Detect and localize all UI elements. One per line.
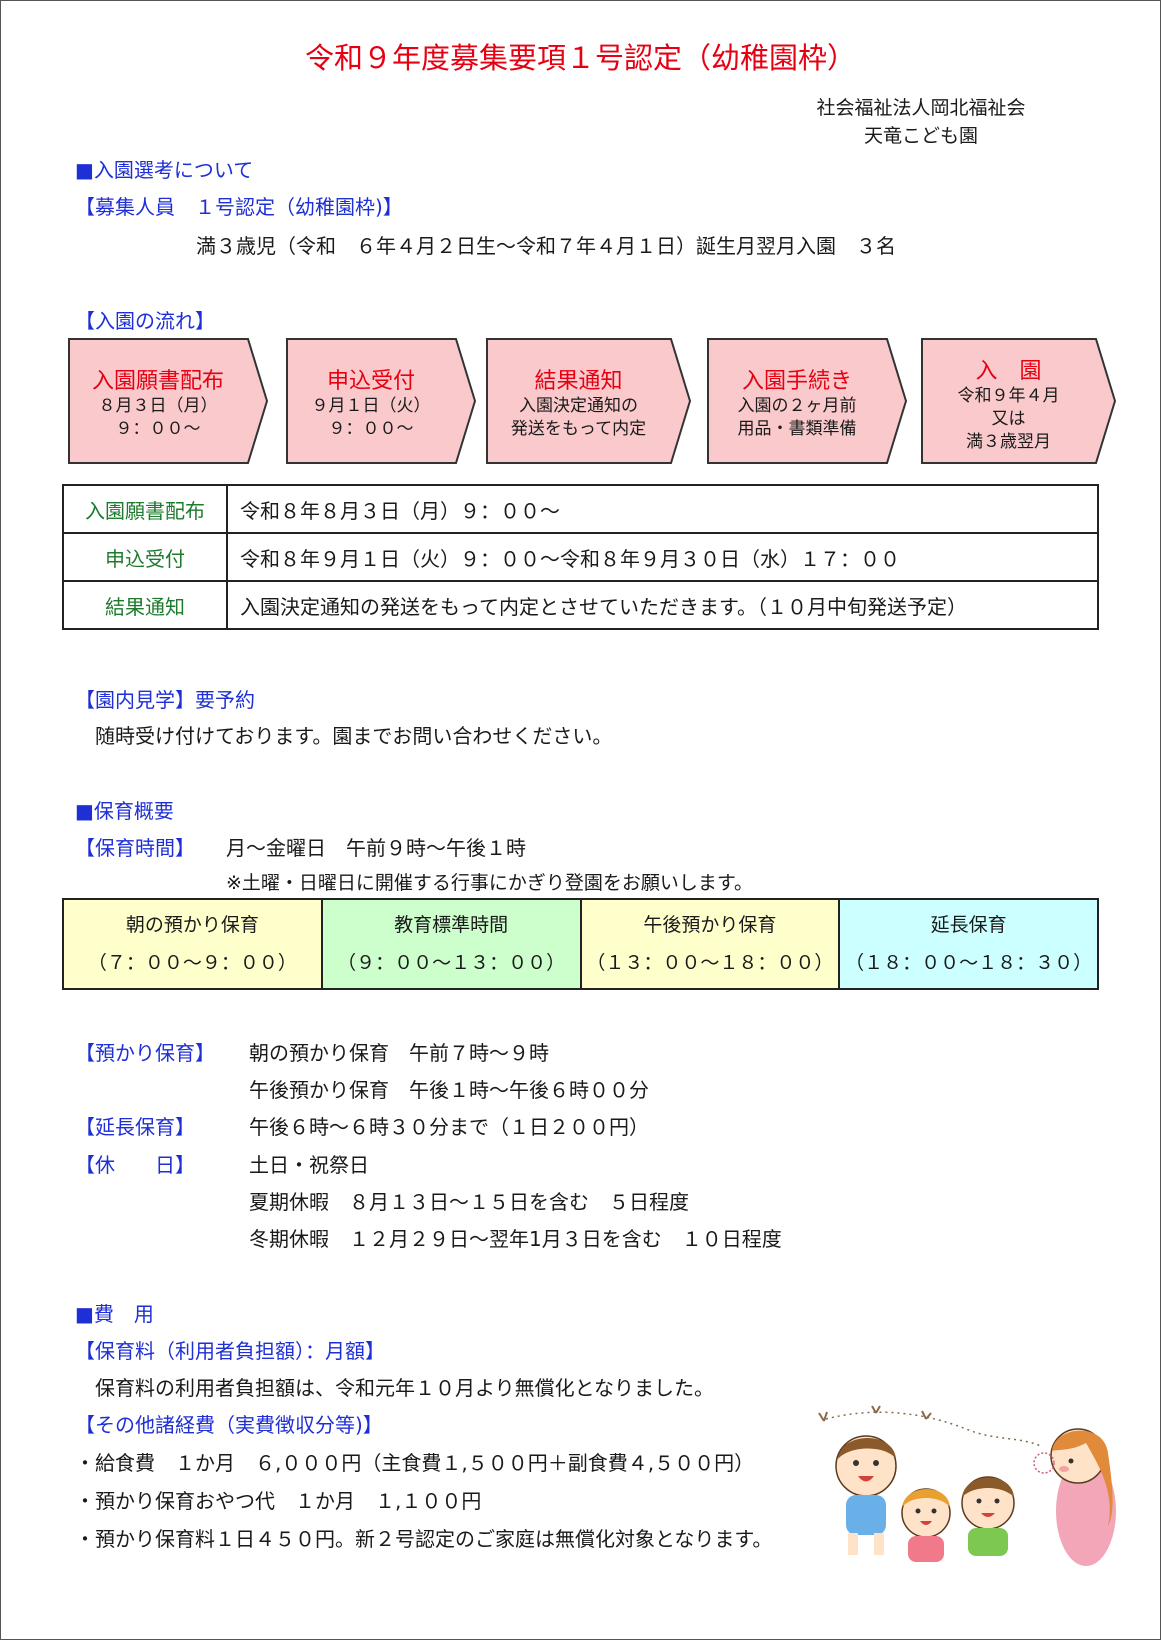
care-block-name: 午後預かり保育 bbox=[643, 914, 777, 936]
azukari-label: 【預かり保育】 bbox=[75, 1041, 215, 1065]
care-block-time: （１８：００～１８：３０） bbox=[845, 952, 1093, 974]
care-block-time: （７：００～９：００） bbox=[87, 952, 297, 974]
azukari-line-2: 午後預かり保育 午後１時～午後６時００分 bbox=[249, 1078, 649, 1102]
children-playing-illustration bbox=[816, 1401, 1116, 1566]
flow-step-title: 入園願書配布 bbox=[91, 369, 224, 394]
flow-step-3: 結果通知 入園決定通知の 発送をもって内定 bbox=[486, 338, 691, 464]
recruit-text: 満３歳児（令和 ６年４月２日生～令和７年４月１日）誕生月翌月入園 ３名 bbox=[196, 234, 896, 258]
flow-step-line: 入園決定通知の bbox=[519, 396, 638, 416]
flow-step-2: 申込受付 ９月１日（火） ９：００～ bbox=[286, 338, 476, 464]
other-fees-heading: 【その他諸経費（実費徴収分等)】 bbox=[75, 1413, 383, 1437]
azukari-line-1: 朝の預かり保育 午前７時～９時 bbox=[249, 1041, 549, 1065]
flow-step-line: 発送をもって内定 bbox=[510, 419, 647, 439]
flow-step-line: ９月１日（火） bbox=[311, 396, 431, 416]
table-row: 結果通知 入園決定通知の発送をもって内定とさせていただきます。（１０月中旬発送予… bbox=[62, 580, 1099, 630]
flow-heading: 【入園の流れ】 bbox=[75, 309, 215, 333]
flow-step-line: 令和９年４月 bbox=[957, 386, 1060, 406]
visit-heading: 【園内見学】要予約 bbox=[75, 688, 255, 712]
tuition-text: 保育料の利用者負担額は、令和元年１０月より無償化となりました。 bbox=[95, 1376, 714, 1400]
flow-step-title: 結果通知 bbox=[534, 369, 623, 394]
holiday-line-1: 土日・祝祭日 bbox=[249, 1153, 369, 1177]
table-row: 入園願書配布 令和８年８月３日（月）９：００～ bbox=[62, 484, 1099, 534]
schedule-label: 入園願書配布 bbox=[62, 484, 228, 534]
fees-section-heading: ■費 用 bbox=[75, 1302, 154, 1326]
schedule-value: 令和８年９月１日（火）９：００～令和８年９月３０日（水）１７：００ bbox=[226, 532, 1099, 582]
fee-item: ・預かり保育料１日４５０円。新２号認定のご家庭は無償化対象となります。 bbox=[75, 1527, 773, 1551]
care-block-standard: 教育標準時間 （９：００～１３：００） bbox=[320, 898, 582, 990]
care-block-time: （１３：００～１８：００） bbox=[586, 952, 834, 974]
page-title: 令和９年度募集要項１号認定（幼稚園枠） bbox=[304, 41, 856, 75]
hours-label: 【保育時間】 bbox=[75, 836, 195, 860]
care-block-extended: 延長保育 （１８：００～１８：３０） bbox=[838, 898, 1099, 990]
org-name: 社会福祉法人岡北福祉会 bbox=[816, 97, 1026, 119]
care-block-name: 朝の預かり保育 bbox=[125, 914, 259, 936]
hours-note: ※土曜・日曜日に開催する行事にかぎり登園をお願いします。 bbox=[226, 872, 754, 894]
schedule-value: 入園決定通知の発送をもって内定とさせていただきます。（１０月中旬発送予定） bbox=[226, 580, 1099, 630]
flow-step-line: ９：００～ bbox=[115, 419, 201, 439]
flow-step-line: 又は bbox=[991, 409, 1026, 429]
encho-value: 午後６時～６時３０分まで（１日２００円） bbox=[249, 1115, 649, 1139]
holiday-label: 【休 日】 bbox=[75, 1153, 195, 1177]
schedule-label: 申込受付 bbox=[62, 532, 228, 582]
flow-step-title: 入 園 bbox=[975, 359, 1042, 384]
flow-step-5: 入 園 令和９年４月 又は 満３歳翌月 bbox=[921, 338, 1116, 464]
flow-step-title: 申込受付 bbox=[326, 369, 415, 394]
holiday-line-2: 夏期休暇 ８月１３日～１５日を含む ５日程度 bbox=[249, 1190, 689, 1214]
flow-step-line: ８月３日（月） bbox=[98, 396, 218, 416]
flow-step-1: 入園願書配布 ８月３日（月） ９：００～ bbox=[68, 338, 268, 464]
tuition-heading: 【保育料（利用者負担額）：月額】 bbox=[75, 1339, 385, 1363]
care-block-afternoon: 午後預かり保育 （１３：００～１８：００） bbox=[579, 898, 841, 990]
care-hours-table: 朝の預かり保育 （７：００～９：００） 教育標準時間 （９：００～１３：００） … bbox=[62, 898, 1099, 990]
fee-item: ・預かり保育おやつ代 １か月 １,１００円 bbox=[75, 1489, 482, 1513]
holiday-line-3: 冬期休暇 １２月２９日～翌年1月３日を含む １０日程度 bbox=[249, 1227, 782, 1251]
table-row: 申込受付 令和８年９月１日（火）９：００～令和８年９月３０日（水）１７：００ bbox=[62, 532, 1099, 582]
care-section-heading: ■保育概要 bbox=[75, 799, 174, 823]
schedule-label: 結果通知 bbox=[62, 580, 228, 630]
care-block-morning: 朝の預かり保育 （７：００～９：００） bbox=[62, 898, 323, 990]
care-block-name: 延長保育 bbox=[930, 914, 1007, 936]
flow-step-title: 入園手続き bbox=[741, 369, 852, 394]
encho-label: 【延長保育】 bbox=[75, 1115, 195, 1139]
flow-step-line: 満３歳翌月 bbox=[966, 432, 1051, 452]
table-row: 朝の預かり保育 （７：００～９：００） 教育標準時間 （９：００～１３：００） … bbox=[62, 898, 1099, 990]
care-block-name: 教育標準時間 bbox=[394, 914, 509, 936]
fee-item: ・給食費 １か月 ６,０００円（主食費１,５００円＋副食費４,５００円） bbox=[75, 1451, 755, 1475]
admission-section-heading: ■入園選考について bbox=[75, 158, 254, 182]
school-name: 天竜こども園 bbox=[863, 125, 978, 147]
care-block-time: （９：００～１３：００） bbox=[337, 952, 566, 974]
schedule-value: 令和８年８月３日（月）９：００～ bbox=[226, 484, 1099, 534]
flow-step-4: 入園手続き 入園の２ヶ月前 用品・書類準備 bbox=[707, 338, 907, 464]
recruit-heading: 【募集人員 １号認定（幼稚園枠)】 bbox=[75, 195, 403, 219]
flow-step-line: ９：００～ bbox=[328, 419, 414, 439]
hours-value: 月～金曜日 午前９時～午後１時 bbox=[226, 836, 526, 860]
visit-text: 随時受け付けております。園までお問い合わせください。 bbox=[95, 724, 613, 748]
flow-step-line: 用品・書類準備 bbox=[737, 419, 857, 439]
schedule-table: 入園願書配布 令和８年８月３日（月）９：００～ 申込受付 令和８年９月１日（火）… bbox=[62, 484, 1099, 630]
flow-step-line: 入園の２ヶ月前 bbox=[737, 396, 857, 416]
